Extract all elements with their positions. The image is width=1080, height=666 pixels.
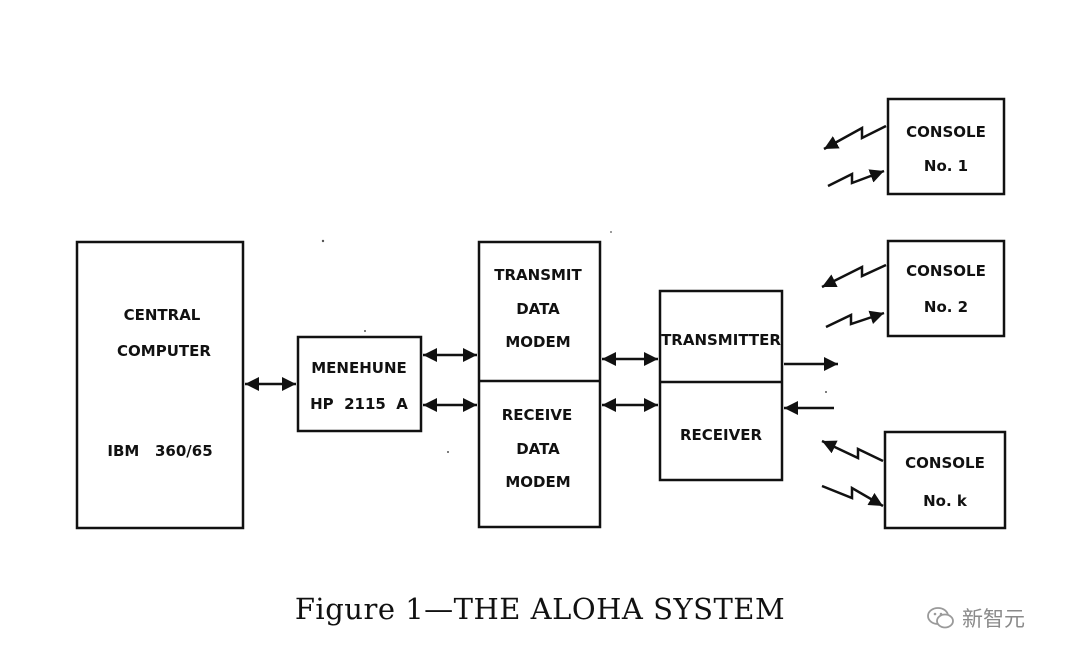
console-k-number: No. k [923, 492, 968, 510]
console-1-block: CONSOLE No. 1 [886, 97, 1006, 196]
antenna-links [784, 357, 838, 415]
central-computer-model-label: IBM 360/65 [107, 442, 212, 460]
receive-modem-label-3: MODEM [505, 473, 570, 491]
console-2-label: CONSOLE [906, 262, 986, 280]
receiver-label: RECEIVER [680, 426, 762, 444]
menehune-block: MENEHUNE HP 2115 A [296, 335, 423, 433]
modem-block: TRANSMIT DATA MODEM RECEIVE DATA MODEM [477, 240, 602, 529]
console-2-radio-in [825, 310, 885, 329]
central-computer-label-2: COMPUTER [117, 342, 211, 360]
transmit-modem-label-2: DATA [516, 300, 560, 318]
radio-links [821, 124, 887, 508]
transmitter-label: TRANSMITTER [661, 331, 781, 349]
console-1-radio-in [827, 169, 885, 188]
menehune-model-label: HP 2115 A [310, 395, 408, 413]
console-k-block: CONSOLE No. k [883, 430, 1007, 530]
central-computer-block: CENTRAL COMPUTER IBM 360/65 [75, 240, 245, 530]
console-2-number: No. 2 [924, 298, 968, 316]
receive-modem-label-1: RECEIVE [502, 406, 573, 424]
central-computer-label-1: CENTRAL [124, 306, 201, 324]
menehune-label: MENEHUNE [311, 359, 407, 377]
scan-specks [321, 231, 827, 453]
wechat-icon [927, 607, 954, 629]
console-2-block: CONSOLE No. 2 [886, 239, 1006, 338]
console-1-number: No. 1 [924, 157, 968, 175]
receive-modem-label-2: DATA [516, 440, 560, 458]
watermark: 新智元 [926, 603, 1025, 633]
console-2-radio-out [821, 263, 887, 289]
figure-caption: Figure 1—THE ALOHA SYSTEM [294, 592, 786, 626]
watermark-text: 新智元 [962, 607, 1025, 631]
wired-links [245, 348, 658, 412]
transmit-modem-label-1: TRANSMIT [494, 266, 582, 284]
console-k-radio-out [821, 439, 884, 463]
console-k-label: CONSOLE [905, 454, 985, 472]
transmit-modem-label-3: MODEM [505, 333, 570, 351]
console-1-radio-out [823, 124, 887, 151]
radio-block: TRANSMITTER RECEIVER [658, 289, 784, 482]
console-1-label: CONSOLE [906, 123, 986, 141]
console-k-radio-in [821, 484, 884, 508]
